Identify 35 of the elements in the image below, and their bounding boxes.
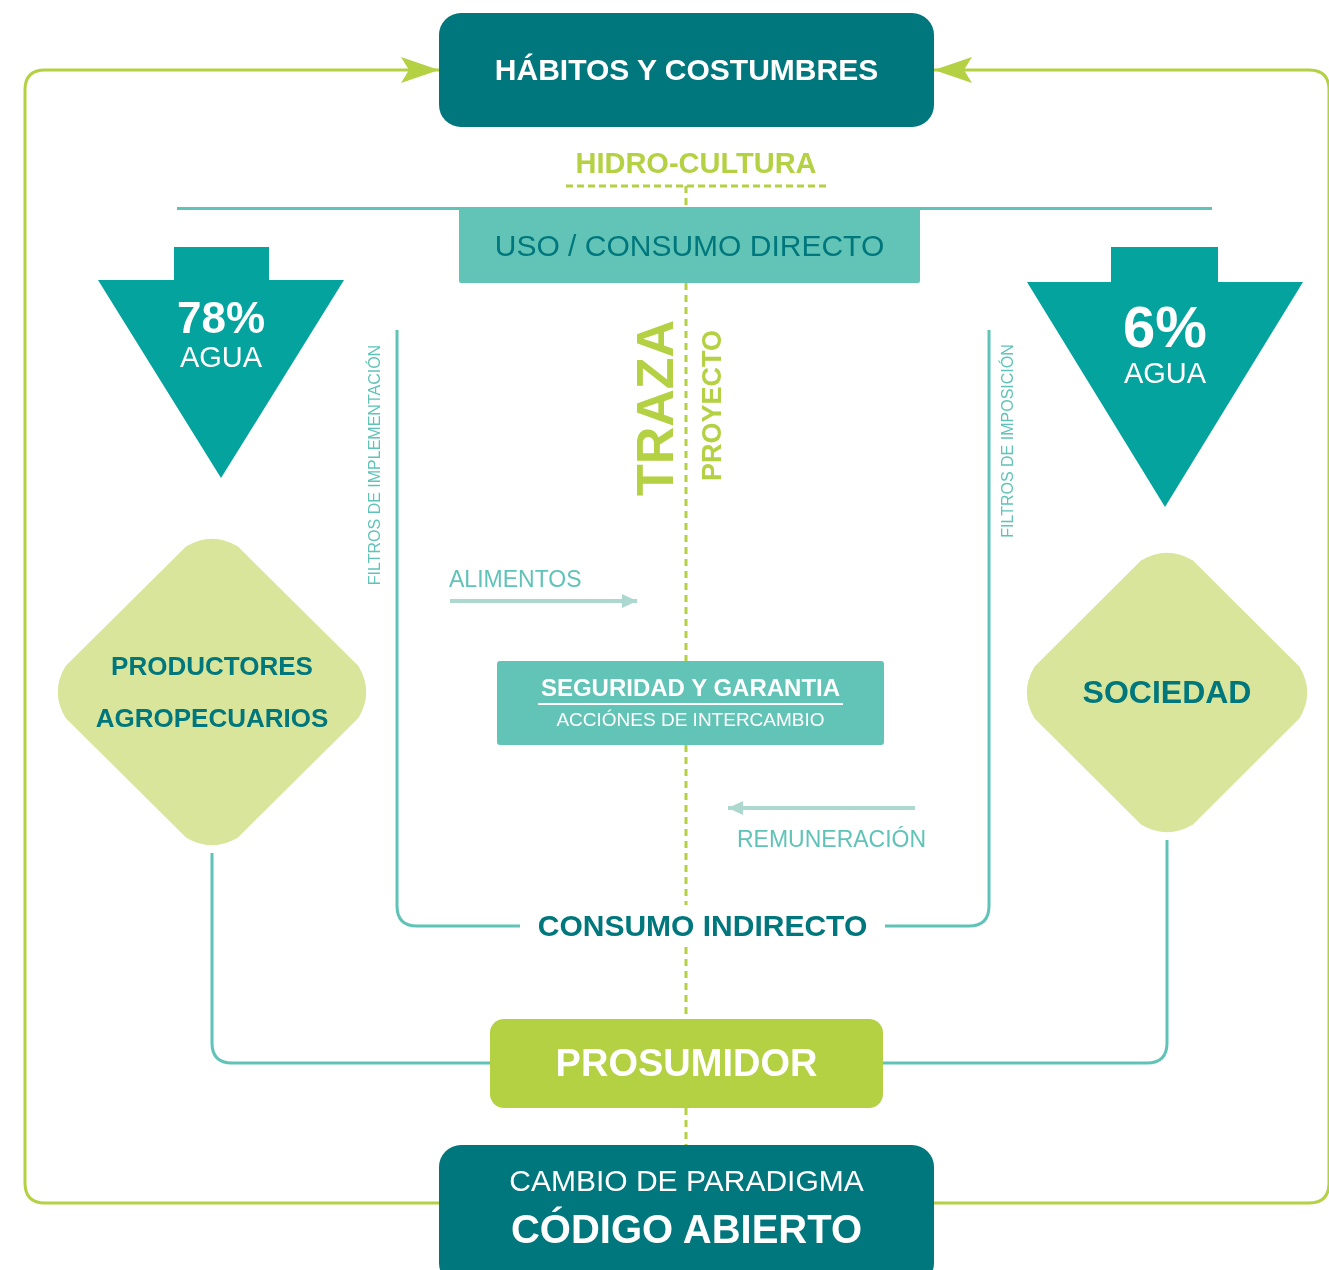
flow-label: REMUNERACIÓN (737, 826, 927, 853)
arrow (23, 57, 439, 1205)
box-subtitle: CAMBIO DE PARADIGMA (509, 1163, 864, 1199)
box-subtitle: ACCIÓNES DE INTERCAMBIO (538, 703, 843, 733)
vertical-title: PROYECTO (696, 329, 728, 481)
box-label: AGUA (179, 341, 263, 373)
percentage-value: 78% (176, 295, 266, 341)
connector-line (883, 840, 1169, 1065)
dashed-line (684, 1108, 688, 1145)
box-title: HÁBITOS Y COSTUMBRES (494, 53, 879, 87)
node-label: SOCIEDAD (1082, 674, 1252, 711)
percentage-value: 6% (1123, 297, 1207, 357)
process-box (497, 661, 884, 745)
title-box (439, 13, 934, 127)
box-label: PROSUMIDOR (555, 1042, 818, 1085)
box-title: SEGURIDAD Y GARANTIA (540, 673, 841, 703)
connector-line (395, 330, 520, 928)
node-label: PRODUCTORES AGROPECUARIOS (94, 650, 330, 735)
dashed-line (684, 186, 688, 208)
dashed-line (684, 283, 688, 661)
heading-text: HIDRO-CULTURA (575, 146, 817, 180)
process-box (459, 208, 920, 283)
side-label: FILTROS DE IMPLEMENTACIÓN (366, 344, 385, 586)
dashed-line (684, 745, 688, 905)
connector-line (885, 330, 991, 928)
connector-line (210, 853, 490, 1065)
flow-label: ALIMENTOS (449, 566, 582, 593)
process-box (490, 1019, 883, 1108)
vertical-title: TRAZA (625, 319, 686, 497)
arrow (934, 57, 1329, 1205)
box-label: AGUA (1123, 357, 1207, 389)
process-box (439, 1145, 934, 1270)
box-label: USO / CONSUMO DIRECTO (494, 228, 885, 263)
side-label: FILTROS DE IMPOSICIÓN (998, 344, 1017, 538)
box-title: CÓDIGO ABIERTO (510, 1205, 863, 1253)
